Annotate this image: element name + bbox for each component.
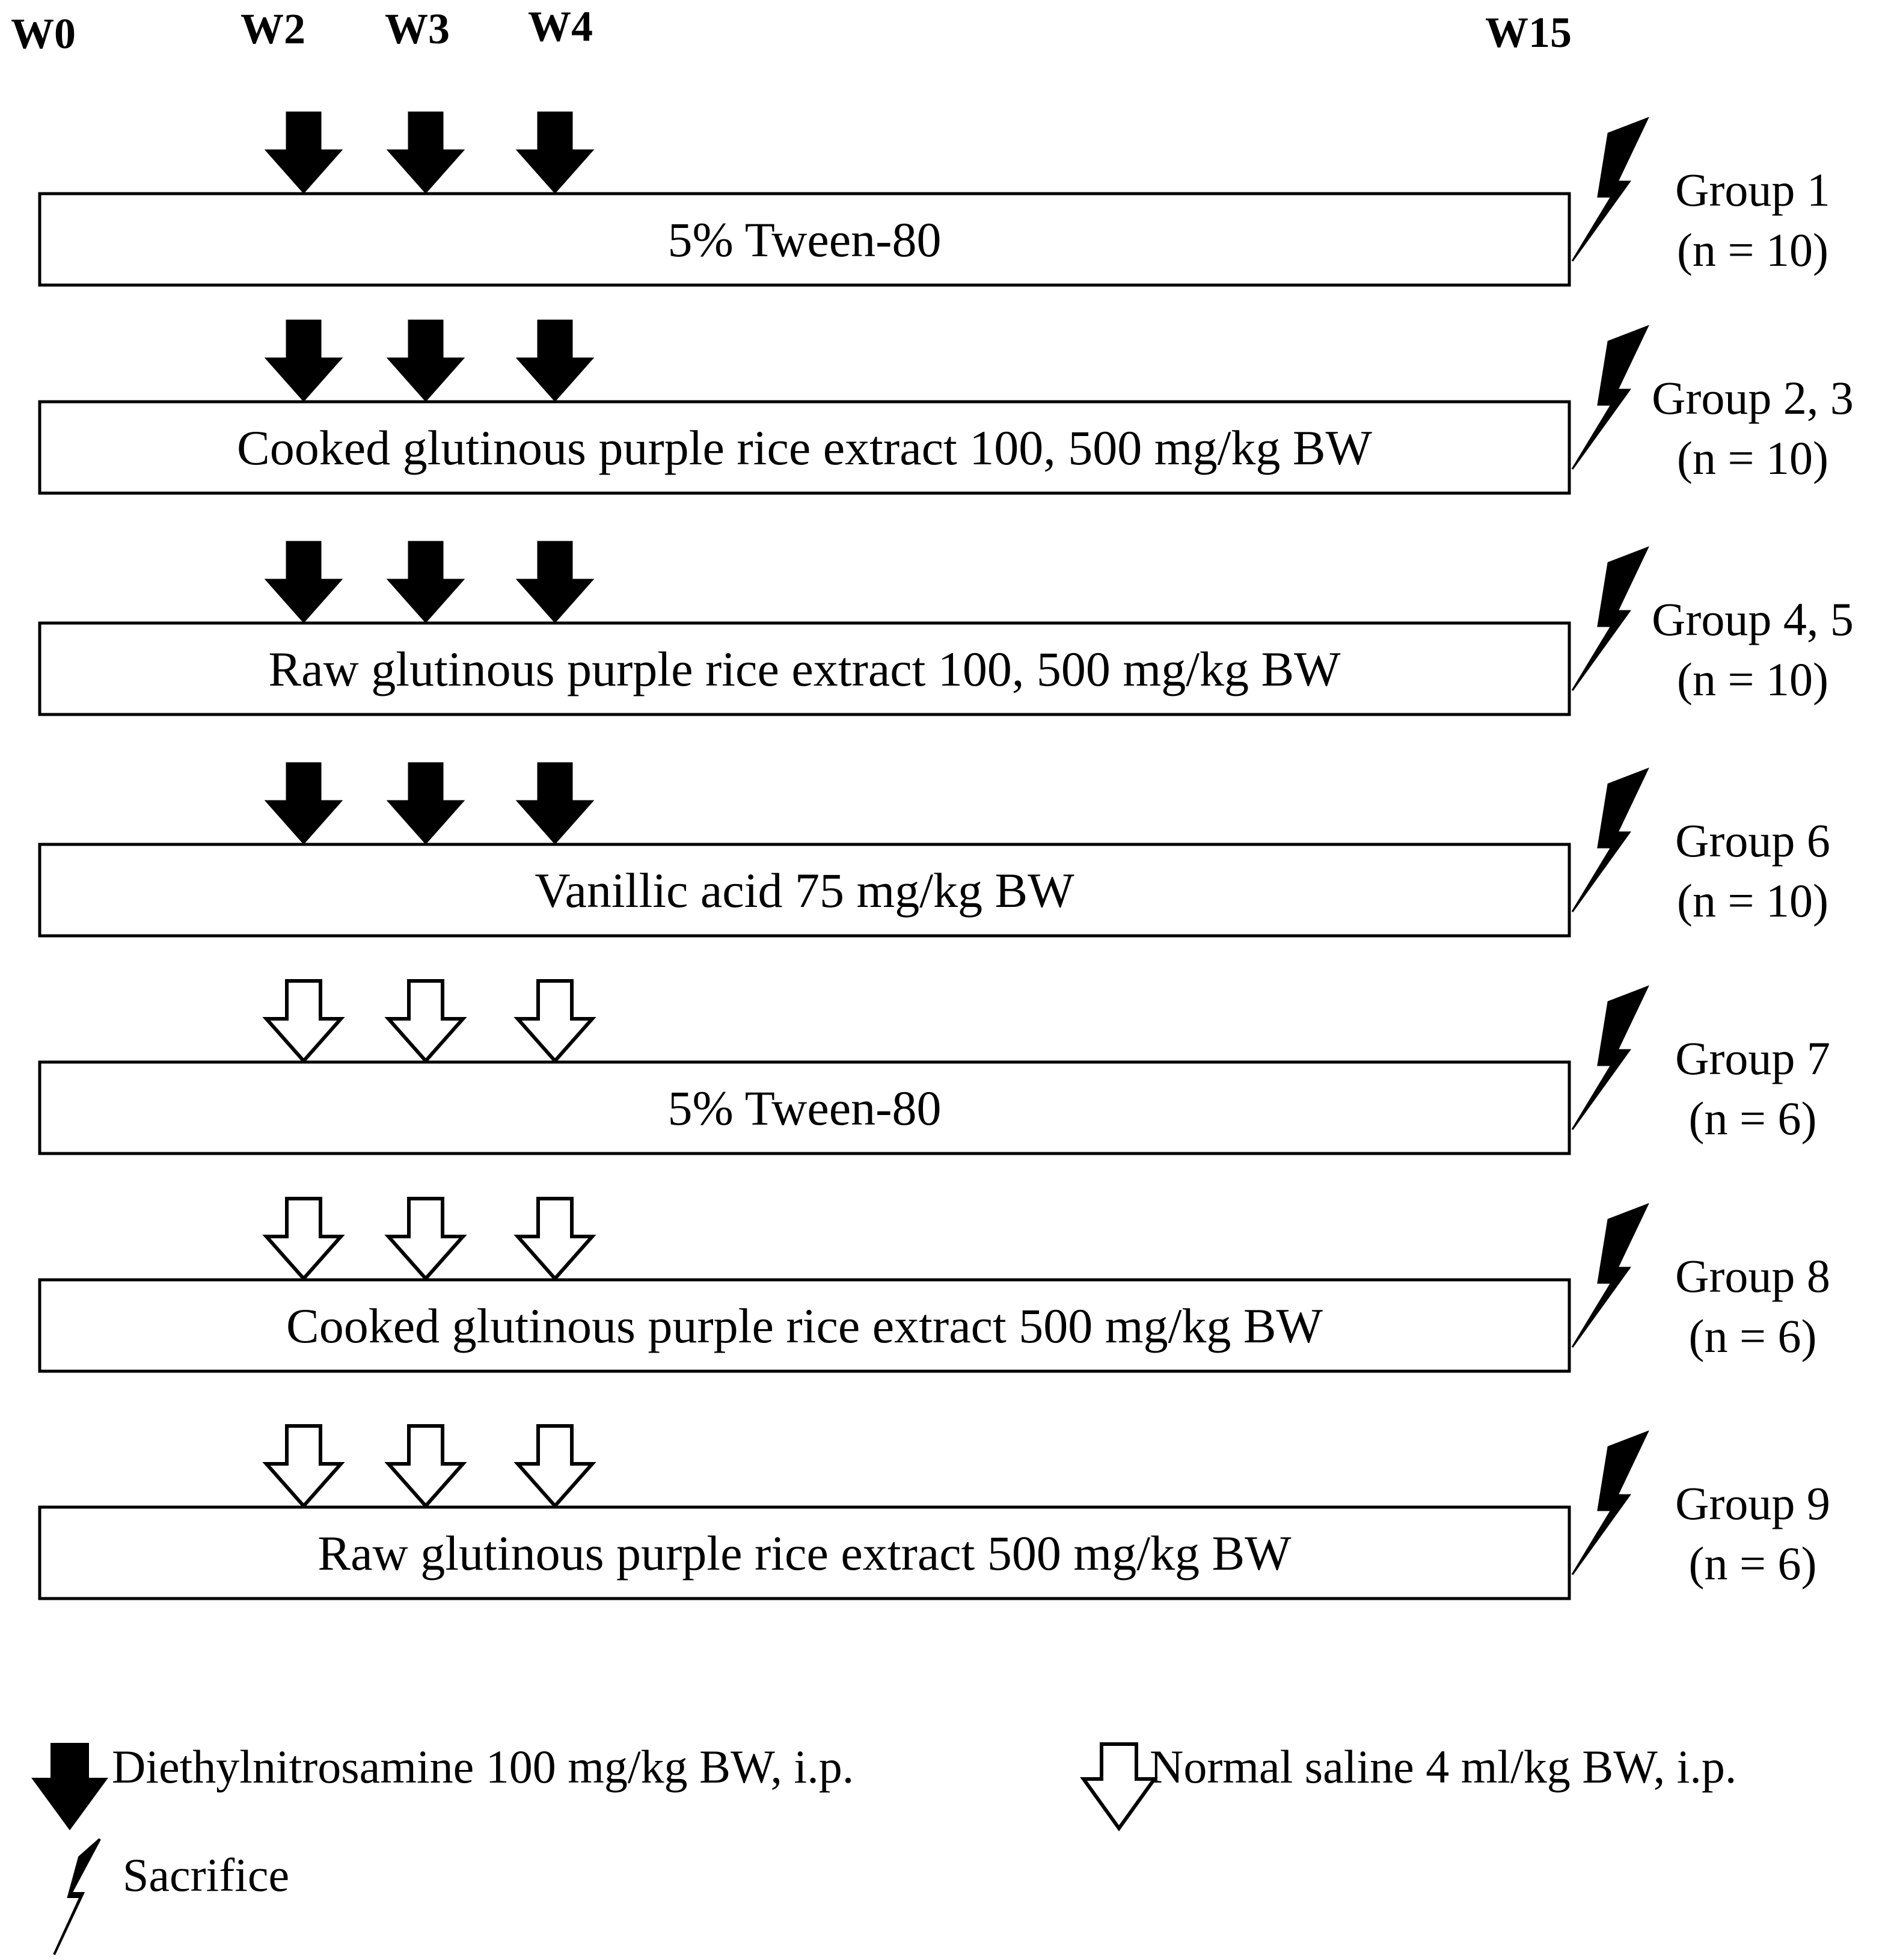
treatment-label: Cooked glutinous purple rice extract 100… xyxy=(237,420,1373,475)
group-label: Group 8 xyxy=(1675,1250,1830,1302)
group-label: Group 6 xyxy=(1675,814,1830,867)
filled-down-arrow-icon-3 xyxy=(515,762,595,845)
row-4: Vanillic acid 75 mg/kg BW Group 6 (n = 10) xyxy=(38,762,1830,938)
open-down-arrow-icon-3 xyxy=(513,1197,596,1282)
treatment-bar xyxy=(38,1060,1571,1155)
lightning-bolt-icon xyxy=(1571,985,1649,1130)
open-down-arrow-icon-1 xyxy=(262,979,345,1064)
row-2: Cooked glutinous purple rice extract 100… xyxy=(38,319,1854,495)
treatment-label: 5% Tween-80 xyxy=(667,1081,941,1135)
legend-saline-icon xyxy=(1080,1742,1158,1832)
filled-down-arrow-icon-3 xyxy=(515,319,595,402)
filled-down-arrow-icon-1 xyxy=(264,319,343,402)
treatment-bar xyxy=(38,1278,1571,1373)
week-label-w4: W4 xyxy=(528,2,593,51)
filled-down-arrow-icon-1 xyxy=(264,111,343,194)
group-label: Group 4, 5 xyxy=(1652,593,1854,645)
group-n-label: (n = 10) xyxy=(1677,224,1828,276)
week-labels: W0 W2 W3 W4 W15 xyxy=(11,2,1572,58)
week-label-w3: W3 xyxy=(385,5,450,53)
lightning-bolt-icon xyxy=(1571,325,1649,470)
treatment-label: Raw glutinous purple rice extract 500 mg… xyxy=(317,1526,1292,1581)
treatment-bar xyxy=(38,192,1571,287)
row-6: Cooked glutinous purple rice extract 500… xyxy=(38,1197,1830,1373)
filled-down-arrow-icon-3 xyxy=(515,111,595,194)
legend-sacrifice-icon xyxy=(53,1838,101,1955)
lightning-bolt-icon xyxy=(1571,117,1649,262)
open-down-arrow-icon-2 xyxy=(384,1424,467,1509)
open-down-arrow-icon-2 xyxy=(384,1197,467,1282)
open-down-arrow-icon-1 xyxy=(262,1197,345,1282)
treatment-bar xyxy=(38,843,1571,938)
row-3: Raw glutinous purple rice extract 100, 5… xyxy=(38,541,1854,716)
legend: Diethylnitrosamine 100 mg/kg BW, i.p. No… xyxy=(31,1740,1736,1955)
group-label: Group 7 xyxy=(1675,1032,1830,1084)
treatment-bar xyxy=(38,621,1571,716)
filled-down-arrow-icon-3 xyxy=(515,541,595,624)
treatment-label: Raw glutinous purple rice extract 100, 5… xyxy=(268,642,1341,696)
lightning-bolt-icon xyxy=(1571,546,1649,691)
treatment-label: 5% Tween-80 xyxy=(667,212,941,267)
open-down-arrow-icon-3 xyxy=(513,979,596,1064)
treatment-bar xyxy=(38,1505,1571,1600)
open-down-arrow-icon-2 xyxy=(384,979,467,1064)
legend-saline-label: Normal saline 4 ml/kg BW, i.p. xyxy=(1150,1740,1736,1793)
group-n-label: (n = 10) xyxy=(1677,432,1828,484)
legend-sacrifice-label: Sacrifice xyxy=(123,1849,289,1901)
treatment-bar xyxy=(38,400,1571,495)
group-n-label: (n = 6) xyxy=(1689,1537,1817,1590)
week-label-w2: W2 xyxy=(241,5,305,53)
row-5: 5% Tween-80 Group 7 (n = 6) xyxy=(38,979,1830,1155)
group-n-label: (n = 10) xyxy=(1677,874,1828,927)
legend-dena-label: Diethylnitrosamine 100 mg/kg BW, i.p. xyxy=(112,1740,854,1793)
treatment-label: Vanillic acid 75 mg/kg BW xyxy=(535,863,1074,918)
filled-down-arrow-icon-1 xyxy=(264,541,343,624)
group-label: Group 2, 3 xyxy=(1652,372,1854,424)
filled-down-arrow-icon-2 xyxy=(386,319,465,402)
lightning-bolt-icon xyxy=(1571,767,1649,912)
filled-down-arrow-icon-2 xyxy=(386,762,465,845)
lightning-bolt-icon xyxy=(1571,1203,1649,1348)
group-n-label: (n = 6) xyxy=(1689,1092,1817,1144)
legend-dena-icon xyxy=(31,1743,108,1831)
group-label: Group 9 xyxy=(1675,1477,1830,1529)
open-down-arrow-icon-3 xyxy=(513,1424,596,1509)
filled-down-arrow-icon-2 xyxy=(386,541,465,624)
group-label: Group 1 xyxy=(1675,164,1830,216)
treatment-label: Cooked glutinous purple rice extract 500… xyxy=(286,1298,1323,1353)
week-label-w0: W0 xyxy=(11,10,76,58)
row-7: Raw glutinous purple rice extract 500 mg… xyxy=(38,1424,1830,1600)
group-n-label: (n = 10) xyxy=(1677,653,1828,705)
lightning-bolt-icon xyxy=(1571,1430,1649,1575)
filled-down-arrow-icon-1 xyxy=(264,762,343,845)
week-label-w15: W15 xyxy=(1485,8,1572,57)
group-n-label: (n = 6) xyxy=(1689,1310,1817,1362)
treatment-rows: 5% Tween-80 Group 1 (n = 10) Cooked glutino… xyxy=(38,111,1854,1600)
row-1: 5% Tween-80 Group 1 (n = 10) xyxy=(38,111,1830,287)
open-down-arrow-icon-1 xyxy=(262,1424,345,1509)
filled-down-arrow-icon-2 xyxy=(386,111,465,194)
